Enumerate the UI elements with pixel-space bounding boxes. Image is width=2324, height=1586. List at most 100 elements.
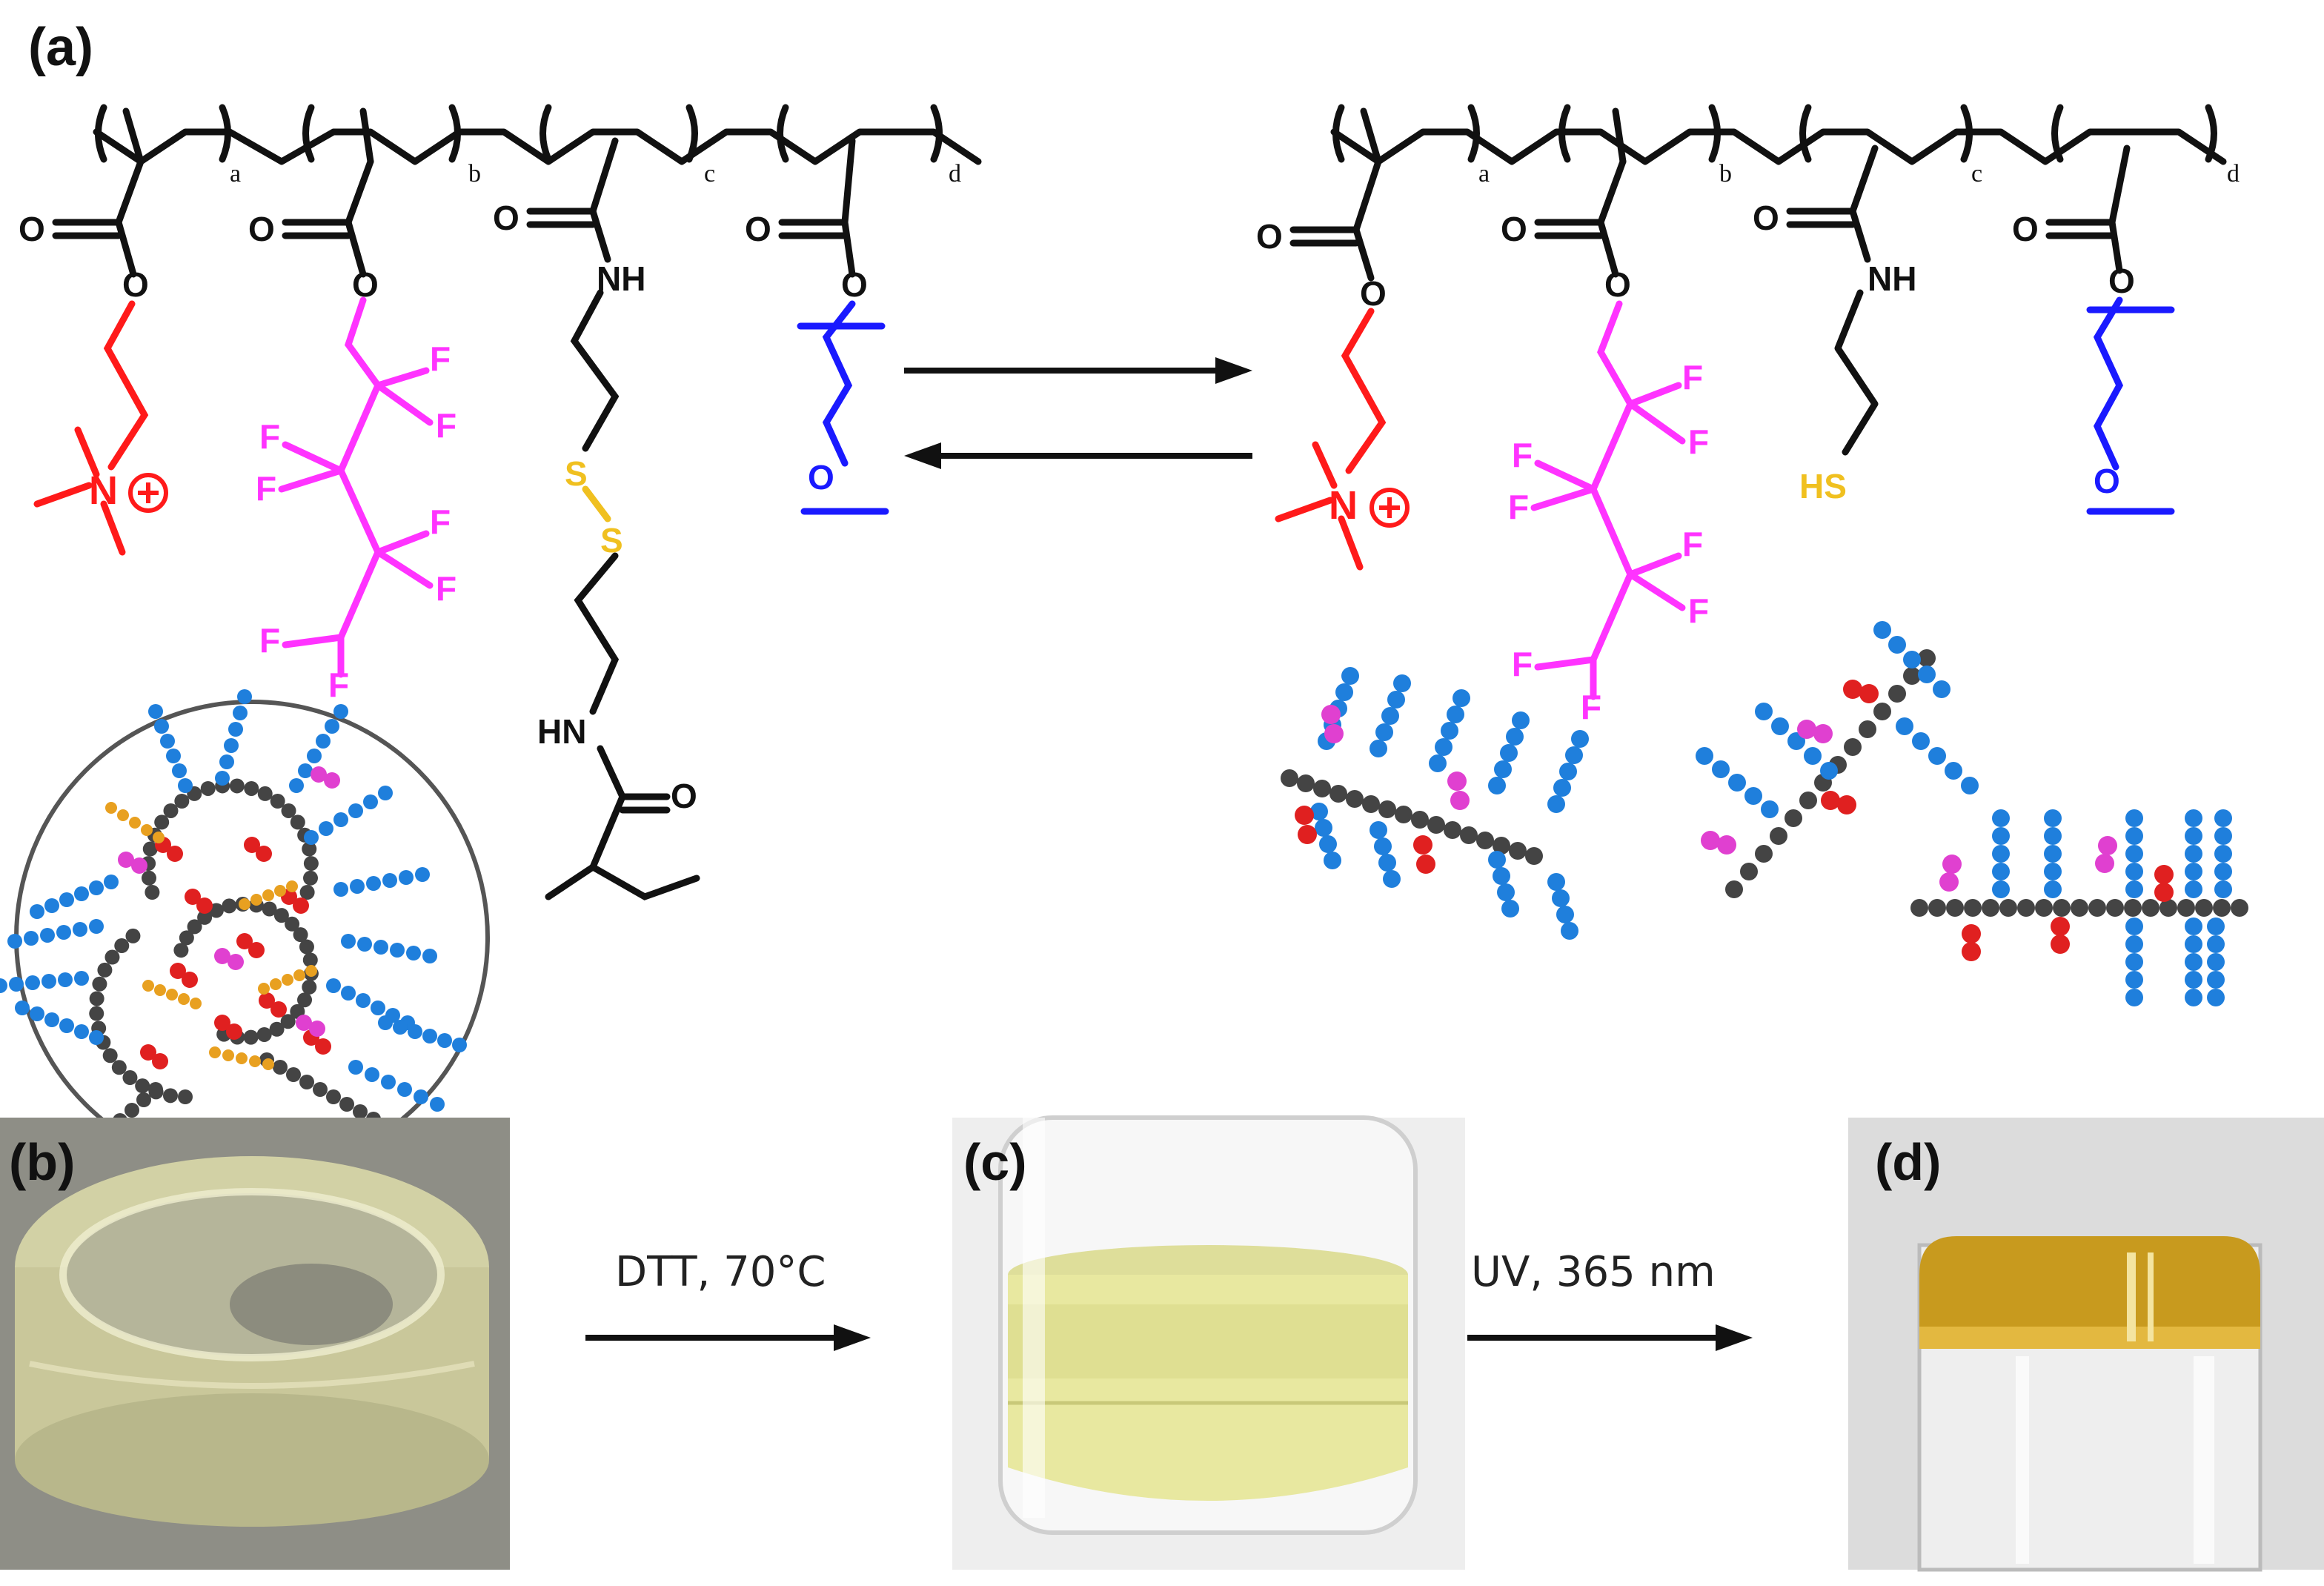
bead — [1946, 899, 1964, 917]
bead — [141, 870, 156, 886]
subscript-a: a — [230, 160, 241, 188]
bead — [270, 1001, 287, 1018]
disulfide-bond — [582, 485, 611, 522]
bead — [249, 1055, 261, 1067]
bead — [1770, 827, 1787, 845]
bead — [1441, 722, 1458, 740]
atom-f: F — [436, 569, 456, 608]
bead — [148, 704, 163, 719]
bead — [350, 879, 365, 894]
bead — [1928, 899, 1946, 917]
bead — [415, 867, 430, 882]
bead — [1378, 800, 1396, 818]
bead — [2214, 880, 2232, 898]
bead — [1873, 621, 1891, 639]
bead — [1506, 728, 1524, 746]
bead — [111, 1060, 127, 1075]
bead — [356, 993, 371, 1008]
bead — [273, 908, 289, 923]
bead — [1918, 649, 1936, 667]
atom-o: O — [1753, 199, 1779, 237]
bead — [174, 794, 190, 809]
atom-o: O — [745, 210, 771, 248]
bead — [58, 972, 73, 987]
bead — [302, 979, 317, 995]
bead — [167, 846, 183, 862]
bead — [270, 794, 285, 809]
bead — [1512, 711, 1530, 729]
bead — [1844, 738, 1862, 756]
bead — [273, 1060, 288, 1075]
structure-crosslinked — [52, 104, 982, 278]
bead — [2207, 953, 2225, 971]
positive-charge-icon — [128, 473, 168, 513]
bead — [1547, 873, 1565, 891]
bead — [1813, 724, 1833, 743]
bead — [214, 1015, 230, 1031]
bead — [309, 1021, 325, 1037]
bead — [102, 1048, 118, 1064]
panel-label-b: (b) — [9, 1133, 75, 1191]
bead — [348, 803, 363, 818]
photo-liquid-vial — [952, 1115, 1465, 1570]
bead — [1903, 651, 1921, 668]
atom-f: F — [430, 339, 451, 378]
bead — [297, 992, 313, 1008]
atom-o: O — [493, 199, 519, 237]
bead — [2185, 971, 2202, 989]
subscript-b: b — [1719, 160, 1732, 188]
atom-o: O — [248, 210, 275, 248]
bead — [131, 857, 147, 874]
bead — [185, 889, 201, 905]
bead — [378, 786, 393, 800]
choline-chain-right — [1275, 308, 1387, 571]
bead — [142, 841, 158, 857]
bead — [1696, 747, 1713, 765]
bead — [1912, 732, 1930, 750]
bead — [304, 830, 319, 845]
bead — [7, 934, 22, 949]
atom-o: O — [1256, 217, 1283, 256]
atom-nh: NH — [1868, 259, 1916, 298]
bead — [2053, 899, 2071, 917]
bead — [1888, 685, 1906, 703]
bead — [2125, 809, 2143, 827]
bead — [2098, 836, 2117, 855]
bead — [1725, 880, 1743, 898]
bead — [1744, 787, 1762, 805]
bead — [2154, 865, 2174, 884]
subscript-b: b — [468, 160, 481, 188]
bead — [374, 940, 388, 955]
bead — [172, 763, 187, 778]
bead — [2214, 845, 2232, 863]
bead — [154, 984, 166, 996]
bead — [73, 922, 87, 937]
bead — [1416, 855, 1435, 874]
bead — [152, 1053, 168, 1069]
bead — [2044, 809, 2062, 827]
bead — [125, 928, 141, 943]
bead — [262, 1058, 274, 1070]
bead — [2185, 880, 2202, 898]
bead — [259, 992, 275, 1009]
bead — [59, 892, 74, 907]
bead — [2185, 953, 2202, 971]
bead — [1374, 837, 1392, 855]
bead — [1378, 854, 1396, 872]
bead — [104, 949, 120, 965]
atom-o: O — [2094, 462, 2120, 500]
atom-o: O — [808, 458, 834, 497]
bead — [430, 1097, 445, 1112]
bead — [286, 1067, 301, 1082]
bead — [248, 942, 265, 958]
photo-gel — [0, 1118, 510, 1570]
bead — [1992, 809, 2010, 827]
bead — [153, 832, 165, 843]
bead — [1460, 826, 1478, 844]
bead — [1324, 724, 1344, 743]
bead — [256, 1026, 272, 1042]
bead — [141, 824, 153, 836]
bead — [2125, 827, 2143, 845]
bead — [408, 1024, 422, 1039]
bead — [228, 954, 244, 970]
